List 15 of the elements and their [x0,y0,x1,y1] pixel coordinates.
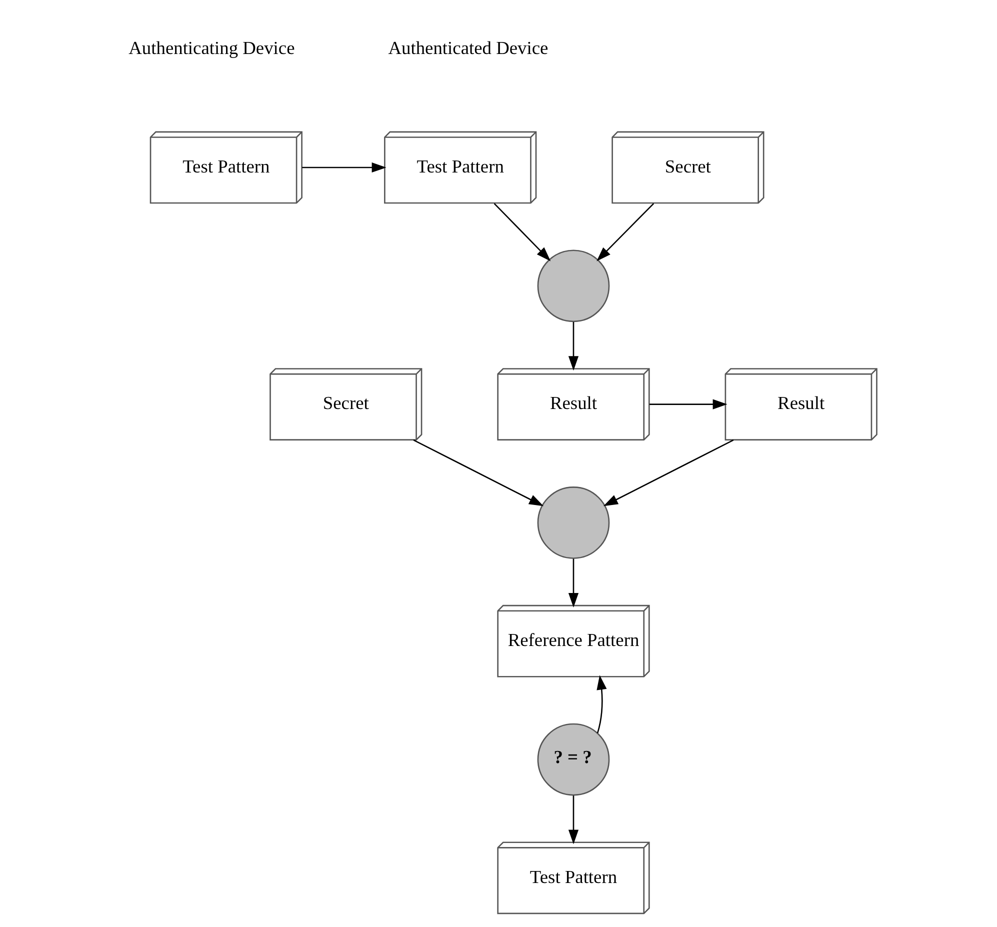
arrow [568,558,579,608]
arrow [413,439,544,506]
arrow [568,796,579,844]
arrow [650,399,728,410]
node-circle: ? = ? [537,723,610,796]
arrow [603,439,734,506]
arrow [596,675,607,734]
arrow [302,162,386,173]
label: Authenticated Device [388,38,548,58]
node-circle [537,250,610,322]
node-circle [537,486,610,559]
arrow [568,322,579,371]
arrow [494,203,551,262]
arrow [596,203,654,262]
label: Authenticating Device [128,38,295,58]
